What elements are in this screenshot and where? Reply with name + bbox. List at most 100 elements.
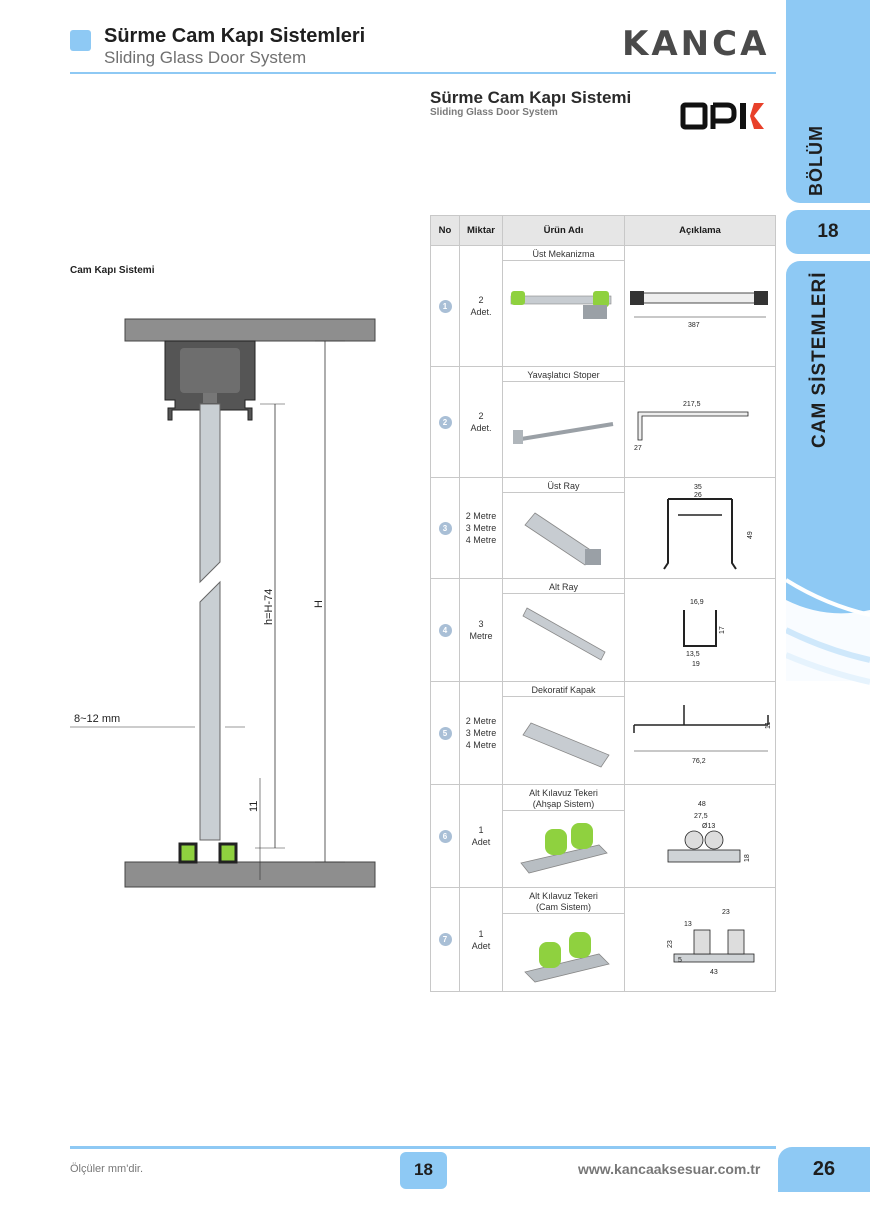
dim-inner-height: h=H-74 xyxy=(263,589,275,625)
guide-wheel-glass-drawing: 23 13 23 5 43 xyxy=(667,909,754,976)
dim-label: 26 xyxy=(694,492,702,499)
product-name: Üst Mekanizma xyxy=(503,246,624,261)
dim-label: 76,2 xyxy=(692,758,706,765)
page-subtitle: Sliding Glass Door System xyxy=(104,48,307,67)
row-number: 6 xyxy=(438,829,452,843)
qty-line: 2 xyxy=(478,411,484,421)
row-number: 4 xyxy=(438,623,452,637)
qty-line: Adet xyxy=(471,837,491,847)
qty-line: 1 xyxy=(478,825,484,835)
dim-label: 13,5 xyxy=(686,651,700,658)
opi-logo xyxy=(680,102,764,130)
dim-label: Ø13 xyxy=(702,823,715,830)
dim-label: 18 xyxy=(744,854,751,862)
decorative-waves xyxy=(786,578,870,690)
dim-label: 387 xyxy=(688,322,700,329)
product-name: Alt Ray xyxy=(503,579,624,594)
door-cross-section-drawing: 8~12 mm h=H-74 H 11 xyxy=(70,318,376,888)
row-number: 7 xyxy=(438,933,452,946)
qty-line: 4 Metre xyxy=(465,740,497,750)
product-subtitle: Sliding Glass Door System xyxy=(430,107,558,118)
product-name: Alt Kılavuz Tekeri xyxy=(529,891,598,901)
bottom-rail-image xyxy=(521,607,606,661)
decorative-cover-drawing: 76,2 11 xyxy=(632,705,772,765)
qty-line: Adet xyxy=(471,940,491,951)
dim-label: 49 xyxy=(747,531,754,539)
dim-label: 16,9 xyxy=(690,599,704,606)
decorative-cover-image xyxy=(521,722,610,768)
top-carriage xyxy=(180,348,240,393)
qty-line: Metre xyxy=(469,631,493,641)
footer-section-tab[interactable]: 18 xyxy=(400,1152,447,1189)
qty-line: 3 Metre xyxy=(465,523,497,533)
footer-divider xyxy=(70,1146,776,1149)
qty-line: Adet. xyxy=(470,307,492,317)
table-row: 3 2 Metre 3 Metre 4 Metre Üst Ray 35 26 49 xyxy=(430,477,776,579)
guide-wheel-wood-drawing: 48 27,5 Ø13 18 xyxy=(667,801,751,863)
row-number: 2 xyxy=(438,415,452,429)
qty-line: 4 Metre xyxy=(465,535,497,545)
qty-line: 2 Metre xyxy=(465,716,497,726)
product-title: Sürme Cam Kapı Sistemi xyxy=(430,88,632,107)
dim-label: 27,5 xyxy=(694,813,708,820)
col-header-no: No xyxy=(430,215,460,246)
page-number: 26 xyxy=(778,1147,870,1192)
row-number: 1 xyxy=(438,299,452,313)
row-number: 3 xyxy=(438,521,452,535)
category-label: CAM SİSTEMLERİ xyxy=(809,271,830,448)
stopper-drawing: 217,5 27 xyxy=(634,401,748,452)
side-tab-top xyxy=(786,0,870,203)
top-mechanism-drawing: 387 xyxy=(629,291,768,329)
dim-label: 13 xyxy=(684,921,692,928)
footer-note: Ölçüler mm'dir. xyxy=(70,1163,143,1175)
dim-label: 35 xyxy=(694,484,702,491)
bottom-rail-drawing: 16,9 17 13,5 19 xyxy=(682,599,726,668)
product-name-detail: (Cam Sistem) xyxy=(503,902,624,914)
top-rail-image xyxy=(523,512,601,566)
guide-wheel-glass-image xyxy=(523,932,610,983)
product-name-detail: (Ahşap Sistem) xyxy=(503,799,624,811)
glass-panel-lower xyxy=(199,580,221,841)
row-number: 5 xyxy=(438,726,452,740)
qty-line: Adet. xyxy=(470,423,492,433)
dim-label: 48 xyxy=(698,801,706,808)
ceiling-beam xyxy=(124,318,376,342)
bottom-guide-right xyxy=(218,842,238,864)
dim-label: 217,5 xyxy=(683,401,701,408)
col-header-quantity: Miktar xyxy=(459,215,503,246)
top-mechanism-image xyxy=(510,291,611,319)
qty-line: 2 xyxy=(478,295,484,305)
dim-total-height: H xyxy=(313,600,325,608)
guide-wheel-wood-image xyxy=(519,823,608,874)
floor-slab xyxy=(124,861,376,888)
dim-label: 11 xyxy=(765,722,772,729)
drawing-label: Cam Kapı Sistemi xyxy=(70,265,155,276)
website-link[interactable]: www.kancaaksesuar.com.tr xyxy=(578,1161,761,1177)
qty-line: 3 xyxy=(478,619,484,629)
stopper-image xyxy=(512,422,613,444)
product-name: Yavaşlatıcı Stoper xyxy=(503,367,624,382)
qty-line: 1 xyxy=(478,928,484,939)
top-rail-drawing: 35 26 49 xyxy=(662,484,754,570)
table-header-row: No Miktar Ürün Adı Açıklama xyxy=(430,215,776,246)
dim-label: 43 xyxy=(710,969,718,976)
col-header-description: Açıklama xyxy=(624,215,776,246)
dim-label: 19 xyxy=(692,661,700,668)
product-name: Üst Ray xyxy=(503,478,624,493)
product-name: Dekoratif Kapak xyxy=(503,682,624,697)
dim-label: 27 xyxy=(634,445,642,452)
dim-bottom-gap: 11 xyxy=(248,801,260,812)
section-number-tab[interactable]: 18 xyxy=(786,210,870,254)
brand-logo: KANCA xyxy=(622,24,770,64)
dim-label: 23 xyxy=(667,940,674,948)
header-accent-square xyxy=(70,30,91,51)
section-label: BÖLÜM xyxy=(806,125,826,196)
col-header-product: Ürün Adı xyxy=(502,215,625,246)
qty-line: 2 Metre xyxy=(465,511,497,521)
dim-label: 17 xyxy=(719,626,726,634)
